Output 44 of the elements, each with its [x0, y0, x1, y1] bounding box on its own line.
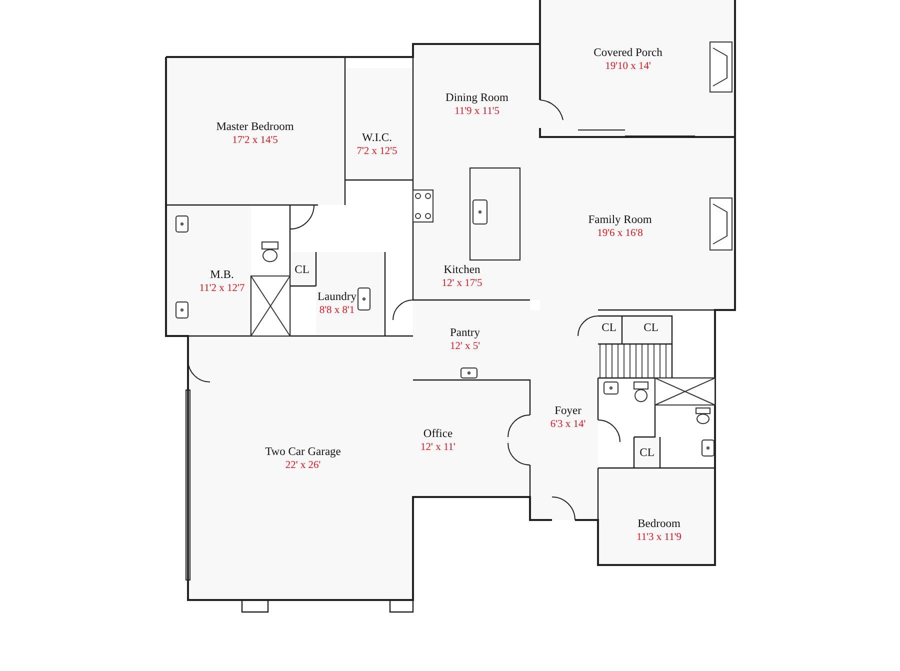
room-dimensions: 7'2 x 12'5 — [356, 145, 398, 158]
room-area — [540, 137, 735, 310]
room-area — [188, 336, 413, 600]
room-dimensions: 17'2 x 14'5 — [231, 134, 279, 147]
room-name: Family Room — [588, 213, 652, 227]
room-name: W.I.C. — [361, 131, 393, 145]
room-name: CL — [294, 263, 310, 277]
room-area — [316, 252, 385, 336]
room-dimensions: 6'3 x 14' — [550, 418, 586, 431]
room-name: CL — [644, 321, 658, 335]
room-area — [166, 205, 251, 336]
room-dimensions: 8'8 x 8'1 — [318, 304, 356, 317]
room-area — [413, 380, 530, 497]
room-area — [624, 316, 672, 344]
room-dimensions: 12' x 5' — [450, 340, 480, 353]
room-dimensions: 12' x 11' — [420, 441, 456, 454]
room-area — [290, 252, 316, 286]
room-area — [540, 0, 735, 137]
room-name: Kitchen — [442, 263, 482, 277]
room-name: Office — [422, 427, 454, 441]
room-dimensions: 19'10 x 14' — [604, 60, 652, 73]
room-area — [345, 68, 413, 180]
room-name: Two Car Garage — [265, 445, 341, 459]
room-name: Laundry — [318, 290, 356, 304]
room-name: Bedroom — [636, 517, 682, 531]
room-dimensions: 11'2 x 12'7 — [199, 282, 245, 295]
room-area — [598, 316, 622, 344]
room-area — [413, 44, 540, 137]
room-dimensions: 12' x 17'5 — [442, 277, 482, 290]
room-dimensions: 11'9 x 11'5 — [453, 105, 500, 118]
room-dimensions: 11'3 x 11'9 — [636, 531, 682, 544]
room-name: Master Bedroom — [216, 120, 294, 134]
room-area — [634, 437, 660, 468]
room-name: Covered Porch — [594, 46, 662, 60]
room-dimensions: 19'6 x 16'8 — [596, 227, 644, 240]
room-name: CL — [602, 321, 616, 335]
room-area — [166, 57, 345, 205]
room-name: M.B. — [209, 268, 235, 282]
room-name: Pantry — [450, 326, 480, 340]
room-name: CL — [640, 446, 654, 460]
room-name: Foyer — [554, 404, 582, 418]
room-name: Dining Room — [446, 91, 508, 105]
room-area — [598, 468, 715, 565]
room-dimensions: 22' x 26' — [284, 459, 322, 472]
